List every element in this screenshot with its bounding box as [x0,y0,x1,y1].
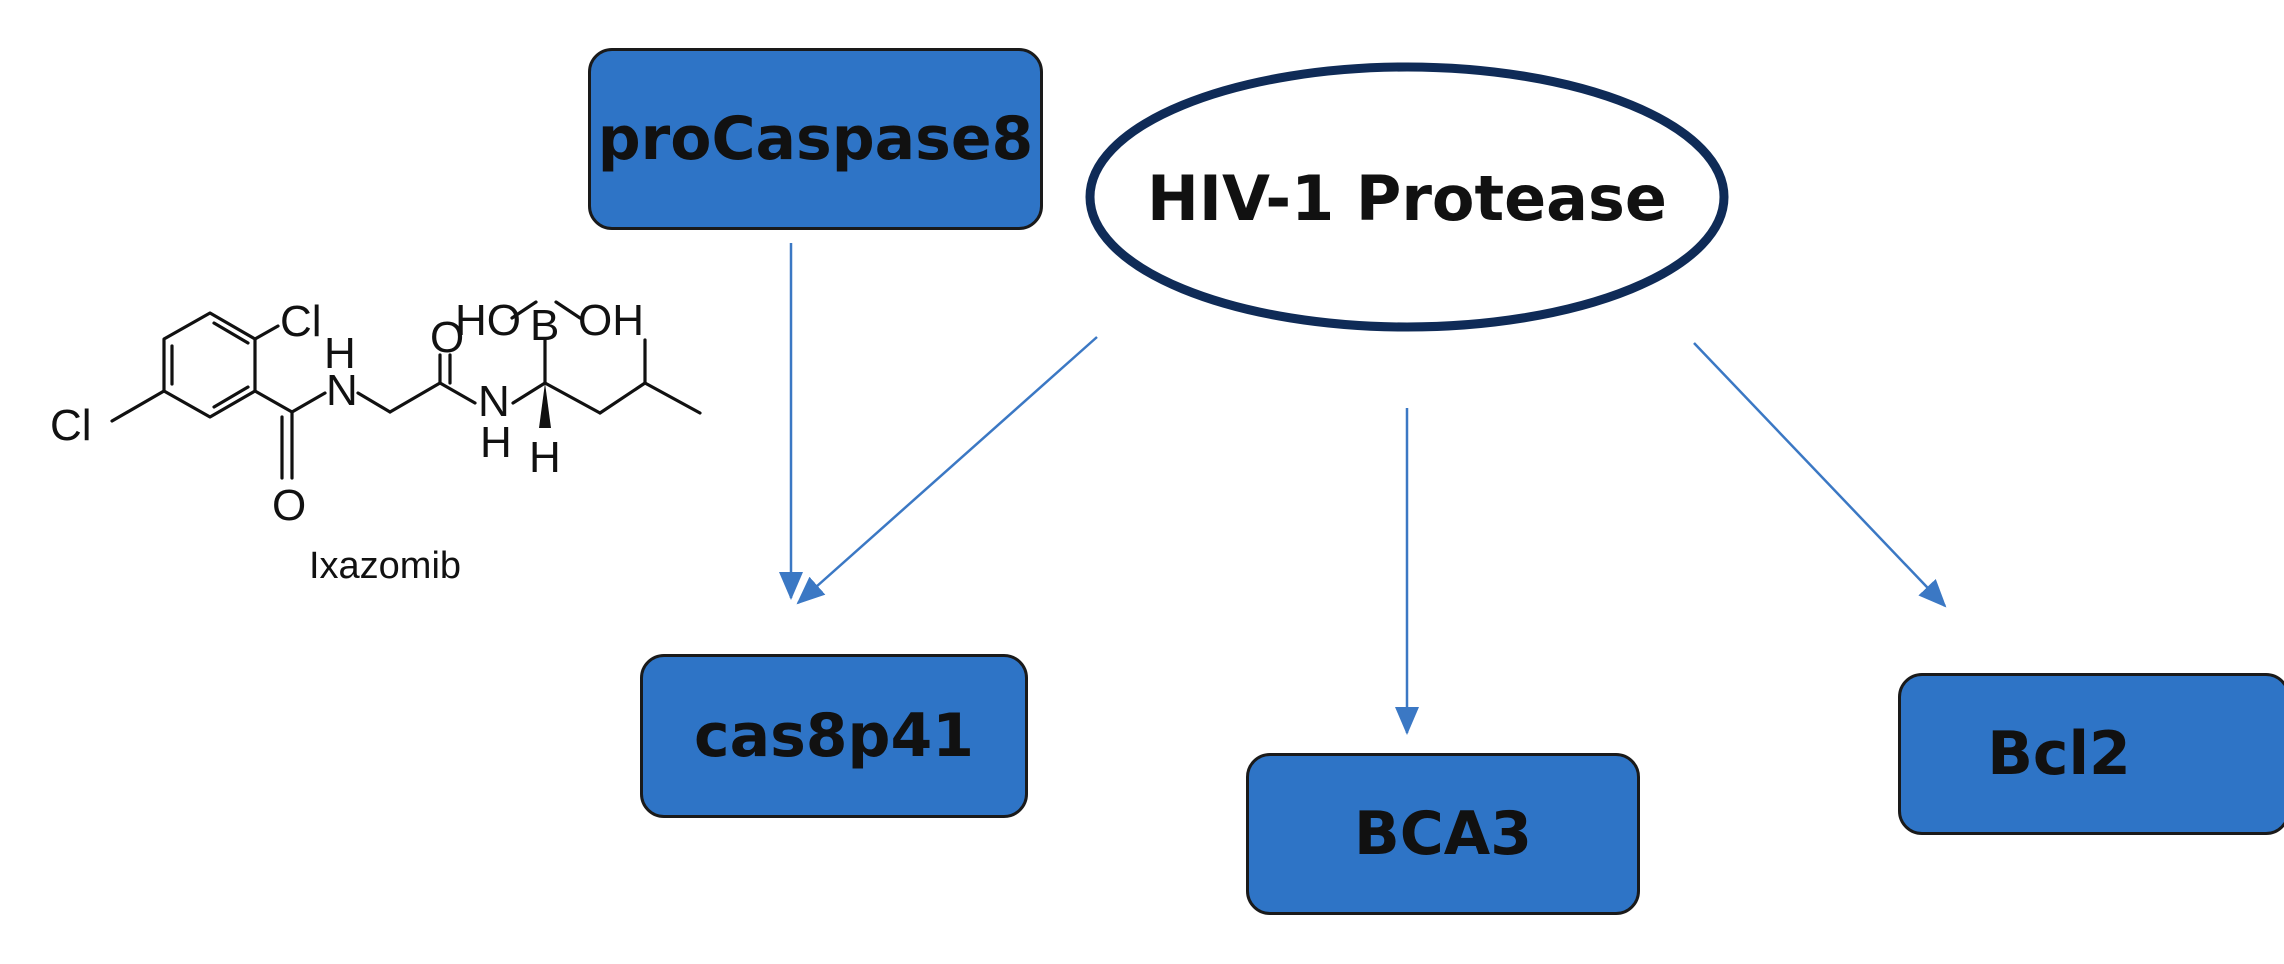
atom-cl-left: Cl [50,401,92,450]
atom-h-bottom: H [480,418,512,467]
bcl2-label: Bcl2 [1987,719,2131,789]
atom-b: B [530,301,559,350]
node-procaspase8: proCaspase8 [588,48,1043,230]
atom-cl-top: Cl [280,297,322,346]
bca3-label: BCA3 [1354,799,1532,869]
atom-n-top: N [326,366,358,415]
atom-h-stereo: H [529,433,561,482]
atom-o-carbonyl1: O [272,481,306,530]
node-bcl2: Bcl2 [1898,673,2284,835]
arrow-hiv-to-bcl2 [1693,342,1947,608]
atom-n-bottom: N [478,377,510,426]
benzene-ring [162,311,257,419]
ixazomib-structure [110,300,702,480]
molecule-name: Ixazomib [309,545,461,587]
procaspase8-label: proCaspase8 [597,104,1034,174]
node-bca3: BCA3 [1246,753,1640,915]
stereo-wedge [539,383,551,428]
arrow-hiv-to-cas8p41 [796,336,1098,605]
atom-h-top: H [324,329,356,378]
atom-oh: OH [578,296,644,345]
atom-ho: HO [455,296,521,345]
cas8p41-label: cas8p41 [694,701,974,771]
atom-o-carbonyl2: O [430,313,464,362]
node-cas8p41: cas8p41 [640,654,1028,818]
hiv-protease-label: HIV-1 Protease [1147,162,1667,235]
node-hiv-protease: HIV-1 Protease [1085,62,1729,332]
